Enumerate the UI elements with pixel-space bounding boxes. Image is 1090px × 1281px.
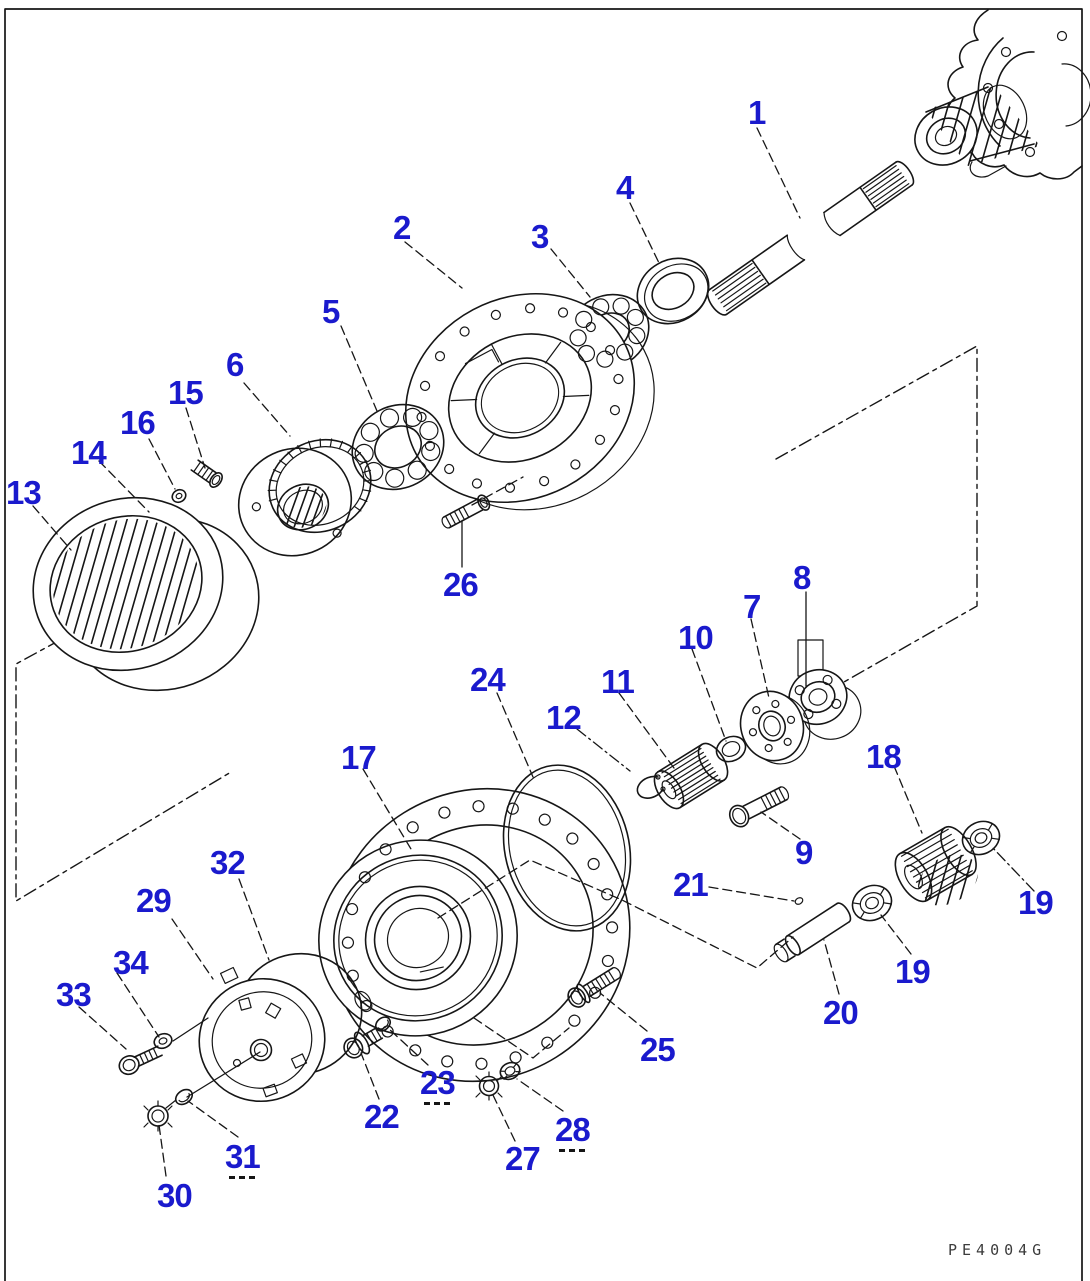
decoration (354, 407, 441, 488)
part-label-34: 34 (113, 944, 149, 981)
part-27-bolt-drawing (475, 1071, 503, 1101)
part-label-6: 6 (226, 346, 244, 383)
part-label-12: 12 (546, 699, 582, 736)
part-9-bolt-drawing (728, 786, 790, 828)
part-21-pin-drawing (794, 897, 804, 905)
part-label-28: 28 (555, 1113, 591, 1152)
part-4-ring-drawing (636, 257, 710, 325)
part-30-bolt-drawing (143, 1099, 177, 1132)
part-22-bolt-drawing (343, 1027, 384, 1059)
part-label-24: 24 (470, 661, 506, 698)
part-24-oring-drawing (502, 764, 632, 932)
part-34-washer-drawing (153, 1032, 173, 1050)
part-12-snap-ring-drawing (636, 774, 666, 799)
part-label-3: 3 (531, 218, 549, 255)
part-label-7: 7 (743, 588, 761, 625)
part-1-shaft-drawing (706, 160, 915, 316)
decoration (416, 303, 624, 493)
decoration (661, 747, 721, 805)
part-label-23: 23 (420, 1066, 456, 1105)
part-label-32: 32 (210, 844, 246, 881)
part-label-19b: 19 (895, 953, 931, 990)
part-label-20: 20 (823, 994, 859, 1031)
part-16-washer-drawing (171, 488, 187, 504)
section-plane-right (775, 345, 978, 699)
part-label-13: 13 (6, 474, 42, 511)
part-17-hub-drawing (318, 787, 631, 1083)
part-label-33: 33 (56, 976, 92, 1013)
part-label-31: 31 (225, 1140, 261, 1179)
decoration (900, 828, 973, 899)
doc-code: PE4004G (948, 1241, 1047, 1259)
part-31-plug-drawing (174, 1088, 194, 1106)
part-label-30: 30 (157, 1177, 193, 1214)
part-label-26: 26 (443, 566, 479, 603)
part-26-bolt-drawing (441, 494, 491, 529)
decoration (712, 262, 767, 312)
part-label-25: 25 (640, 1031, 676, 1068)
leader-lines (32, 127, 1035, 1177)
part-5-bearing-drawing (351, 403, 445, 491)
part-label-27: 27 (505, 1140, 541, 1177)
part-label-22: 22 (364, 1098, 400, 1135)
part-19a-nut-drawing (961, 820, 1001, 856)
part-28-washer-drawing (499, 1061, 521, 1081)
part-label-1: 1 (748, 94, 766, 131)
decoration (267, 438, 373, 512)
part-label-21: 21 (673, 866, 709, 903)
part-label-15: 15 (168, 374, 204, 411)
section-plane-left (15, 639, 232, 902)
part-33-bolt-drawing (118, 1045, 163, 1076)
part-20-pin-drawing (773, 902, 852, 963)
decoration (341, 800, 619, 1070)
page-border (4, 8, 1083, 1281)
part-label-17: 17 (341, 739, 377, 776)
part-label-11: 11 (601, 663, 635, 700)
part-label-16: 16 (120, 404, 156, 441)
part-7-plate-drawing (739, 690, 811, 765)
part-label-29: 29 (136, 882, 172, 919)
decoration (569, 297, 646, 368)
part-19b-nut-drawing (851, 884, 893, 922)
decoration (794, 674, 842, 720)
part-label-8: 8 (793, 559, 811, 596)
part-label-4: 4 (616, 169, 634, 206)
part-label-10: 10 (678, 619, 714, 656)
decoration (748, 699, 796, 753)
part-label-19a: 19 (1018, 884, 1054, 921)
part-label-18: 18 (866, 738, 902, 775)
part-label-9: 9 (795, 834, 813, 871)
decoration (862, 165, 910, 208)
part-label-2: 2 (393, 209, 411, 246)
part-15-bolt-drawing (190, 459, 223, 488)
part-label-5: 5 (322, 293, 340, 330)
part-label-14: 14 (71, 434, 107, 471)
part-10-ring-drawing (715, 735, 747, 763)
part-6-carrier-drawing (237, 438, 372, 557)
part-23-plug-drawing (374, 1016, 392, 1032)
